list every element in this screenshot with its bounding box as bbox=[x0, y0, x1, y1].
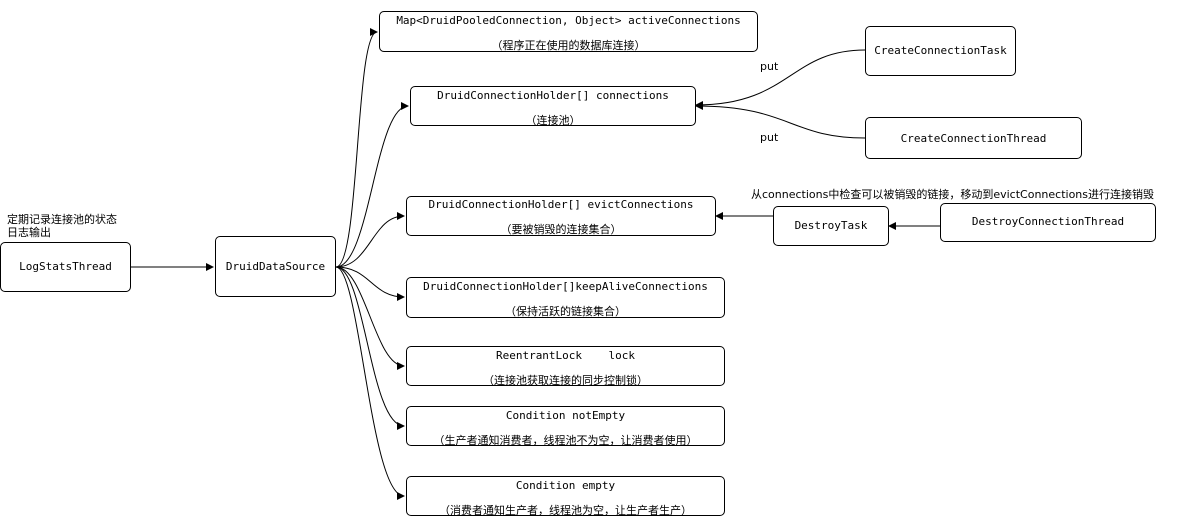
node-title: Map<DruidPooledConnection, Object> activ… bbox=[396, 14, 741, 27]
edge-datasource-to-empty bbox=[335, 266, 405, 500]
node-connections: DruidConnectionHolder[] connections （连接池… bbox=[410, 86, 696, 127]
edge-datasource-to-keepalive-connections bbox=[335, 266, 405, 301]
node-title: DestroyConnectionThread bbox=[971, 215, 1125, 228]
node-subtitle: （要被销毁的连接集合） bbox=[500, 223, 622, 236]
node-log-stats-thread: LogStatsThread bbox=[0, 242, 131, 292]
node-condition-not-empty: Condition notEmpty （生产者通知消费者，线程池不为空，让消费者… bbox=[406, 406, 725, 447]
node-subtitle: （保持活跃的链接集合） bbox=[505, 305, 626, 318]
node-reentrant-lock: ReentrantLock lock （连接池获取连接的同步控制锁） bbox=[406, 346, 725, 387]
node-subtitle: （生产者通知消费者，线程池不为空，让消费者使用） bbox=[433, 434, 698, 447]
node-title: DruidConnectionHolder[] connections bbox=[437, 89, 669, 102]
node-subtitle: （连接池获取连接的同步控制锁） bbox=[483, 374, 648, 387]
node-title: DruidConnectionHolder[]keepAliveConnecti… bbox=[423, 280, 708, 293]
node-title: ReentrantLock lock bbox=[495, 349, 636, 362]
edge-create-thread-to-connections bbox=[695, 102, 866, 139]
node-title: DruidDataSource bbox=[225, 260, 326, 273]
log-note-line1: 定期记录连接池的状态 bbox=[7, 213, 117, 226]
node-active-connections: Map<DruidPooledConnection, Object> activ… bbox=[379, 11, 758, 52]
node-title: CreateConnectionThread bbox=[900, 132, 1047, 145]
node-title: LogStatsThread bbox=[19, 260, 112, 273]
node-title: Condition empty bbox=[515, 479, 616, 492]
node-subtitle: （连接池） bbox=[525, 114, 581, 127]
node-druid-datasource: DruidDataSource bbox=[215, 236, 336, 297]
edge-create-task-to-connections bbox=[695, 49, 866, 109]
edge-datasource-to-not-empty bbox=[335, 266, 405, 430]
node-subtitle: （消费者通知生产者，线程池为空，让生产者生产） bbox=[439, 504, 692, 517]
log-note-line2: 日志输出 bbox=[7, 226, 51, 239]
node-condition-empty: Condition empty （消费者通知生产者，线程池为空，让生产者生产） bbox=[406, 476, 725, 517]
put-label-top: put bbox=[760, 60, 779, 73]
edge-datasource-to-connections bbox=[335, 102, 409, 268]
node-evict-connections: DruidConnectionHolder[] evictConnections… bbox=[406, 196, 716, 236]
node-destroy-connection-thread: DestroyConnectionThread bbox=[940, 203, 1156, 242]
node-subtitle: （程序正在使用的数据库连接） bbox=[491, 39, 646, 52]
edge-datasource-to-active-connections bbox=[335, 28, 378, 268]
edge-datasource-to-reentrant-lock bbox=[335, 266, 405, 370]
node-create-connection-thread: CreateConnectionThread bbox=[865, 117, 1082, 159]
node-keepalive-connections: DruidConnectionHolder[]keepAliveConnecti… bbox=[406, 277, 725, 318]
node-create-connection-task: CreateConnectionTask bbox=[865, 26, 1016, 76]
edge-datasource-to-evict-connections bbox=[335, 212, 405, 268]
node-destroy-task: DestroyTask bbox=[773, 206, 889, 246]
node-title: CreateConnectionTask bbox=[874, 44, 1007, 57]
node-title: DruidConnectionHolder[] evictConnections bbox=[428, 198, 694, 211]
node-title: Condition notEmpty bbox=[505, 409, 626, 422]
destroy-note: 从connections中检查可以被销毁的链接，移动到evictConnecti… bbox=[751, 188, 1155, 201]
node-title: DestroyTask bbox=[794, 219, 868, 232]
put-label-bottom: put bbox=[760, 131, 779, 144]
